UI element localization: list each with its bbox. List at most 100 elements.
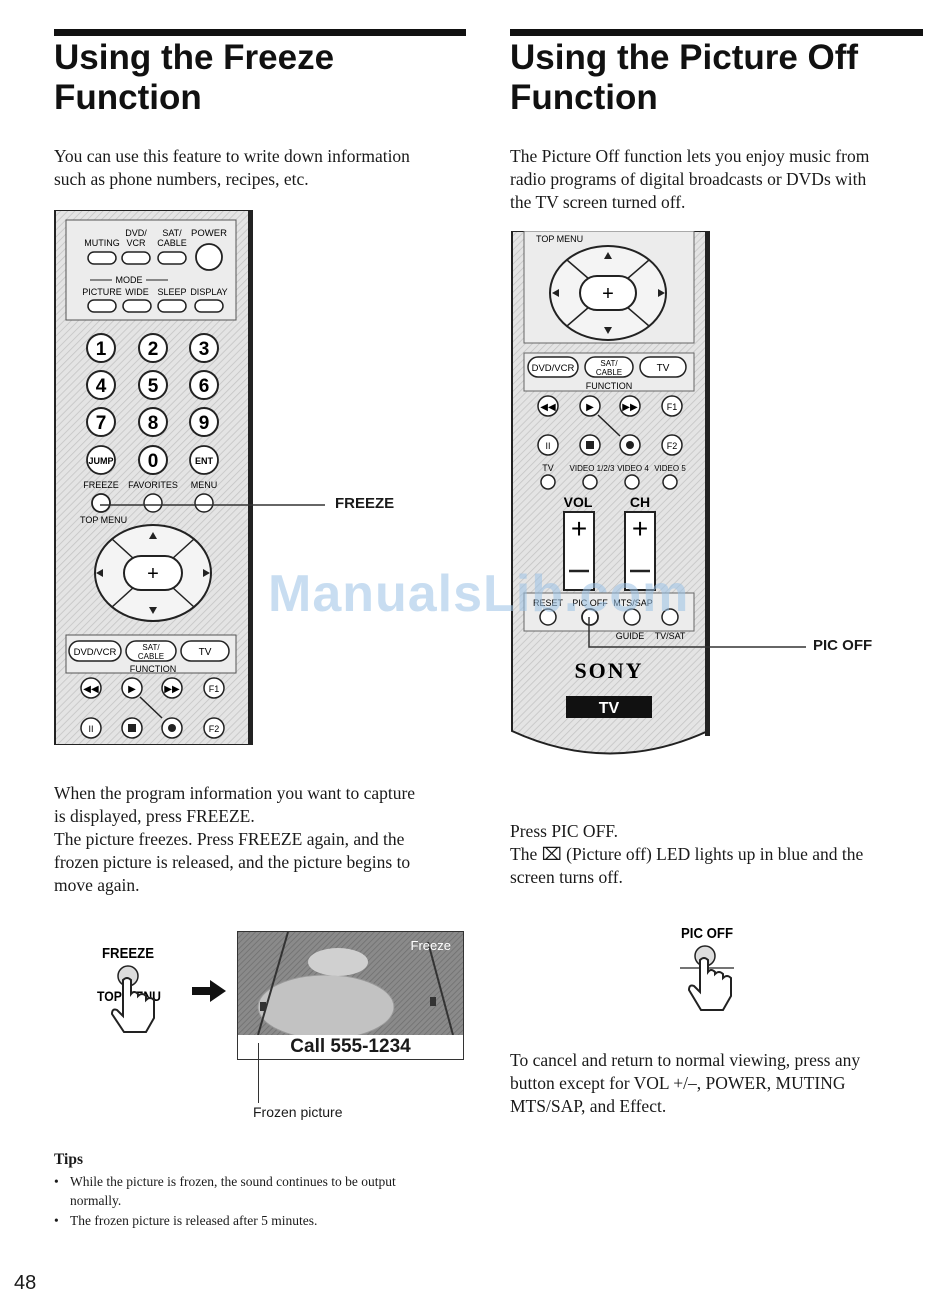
menu-button[interactable] [194,493,214,513]
digit-4-button[interactable] [86,370,116,400]
remote-left-left-arrow-icon[interactable] [96,569,103,577]
display-button[interactable] [194,299,224,313]
freeze-button[interactable] [91,493,111,513]
digit-8-button[interactable] [138,407,168,437]
digit-0-label: 0 [148,451,159,472]
right-body: Press PIC OFF. The ⌧ (Picture off) LED l… [510,820,863,889]
remote-left-pause-icon: II [88,724,93,734]
pic-off-callout-label: PIC OFF [813,637,873,654]
remote-right-sat-cable-button[interactable] [584,356,634,378]
right-cancel-line2: button except for VOL +/–, POWER, MUTING [510,1073,846,1093]
sat-cable-mode-button[interactable] [157,251,187,265]
power-button[interactable] [195,243,223,271]
tv-input-button[interactable] [540,474,556,490]
remote-right-dvd-vcr-button[interactable] [527,356,579,378]
left-intro-line1: You can use this feature to write down i… [54,146,410,166]
remote-left-f1-button[interactable] [203,677,225,699]
remote-right-up-arrow-icon[interactable] [604,252,612,259]
remote-left-fast-forward-button[interactable] [161,677,183,699]
remote-right-enter-plus-icon: + [602,283,614,305]
left-body-line2: is displayed, press FREEZE. [54,806,255,826]
tv-sat-button[interactable] [661,608,679,626]
remote-left-right-arrow-icon[interactable] [203,569,210,577]
tip-1-line2: normally. [70,1193,122,1208]
ch-label: CH [630,494,650,510]
right-heading-line2: Function [510,78,658,117]
left-body-line4: frozen picture is released, and the pict… [54,852,411,872]
pic-off-button[interactable] [581,608,599,626]
remote-right-tv-button[interactable] [639,356,687,378]
right-cancel: To cancel and return to normal viewing, … [510,1049,860,1118]
remote-left-row3-label-1: FREEZE [83,480,119,490]
remote-left-sat-cable-button[interactable] [125,640,177,662]
video-label-video4: VIDEO 4 [617,464,649,473]
sleep-button[interactable] [157,299,187,313]
left-intro-line2: such as phone numbers, recipes, etc. [54,169,309,189]
left-heading-line2: Function [54,78,202,117]
right-led-line2: screen turns off. [510,867,623,887]
right-led-line1: The ⌧ (Picture off) LED lights up in blu… [510,844,864,864]
screen-caption: Call 555-1234 [290,1036,411,1057]
dvd-vcr-mode-button[interactable] [121,251,151,265]
digit-2-button[interactable] [138,333,168,363]
remote-left-pause-button[interactable] [80,717,102,739]
remote-right-fast-forward-button[interactable] [619,395,641,417]
remote-left-down-arrow-icon[interactable] [149,607,157,614]
digit-7-button[interactable] [86,407,116,437]
remote-right-left-arrow-icon[interactable] [552,289,559,297]
video123-button[interactable] [582,474,598,490]
digit-6-button[interactable] [189,370,219,400]
remote-left-tv-label: TV [199,647,212,658]
remote-right-pause-button[interactable] [537,434,559,456]
ent-button[interactable] [189,445,219,475]
remote-right-down-arrow-icon[interactable] [604,327,612,334]
frozen-picture-pointer [258,1043,259,1103]
remote-right-f1-button[interactable] [661,395,683,417]
remote-right-rewind-button[interactable] [537,395,559,417]
digit-1-button[interactable] [86,333,116,363]
remote-left-cable-label: CABLE [138,652,164,661]
ch-rocker[interactable] [624,511,656,591]
bottom-label-reset: RESET [533,598,564,608]
left-body-line3: The picture freezes. Press FREEZE again,… [54,829,405,849]
remote-left-f2-button[interactable] [203,717,225,739]
remote-right-enter-button[interactable] [579,275,637,311]
remote-left-dvd-vcr-button[interactable] [68,640,122,662]
video4-button[interactable] [624,474,640,490]
sony-logo: SONY [574,658,643,683]
remote-right-play-button[interactable] [579,395,601,417]
muting-button[interactable] [87,251,117,265]
frozen-screen-image [238,932,463,1035]
remote-right-function-label: FUNCTION [586,381,633,391]
mts-sap-button[interactable] [623,608,641,626]
video5-button[interactable] [662,474,678,490]
right-press-line: Press PIC OFF. [510,821,619,841]
remote-left-record-icon [168,724,176,732]
digit-0-button[interactable] [138,445,168,475]
remote-left-rewind-button[interactable] [80,677,102,699]
digit-9-button[interactable] [189,407,219,437]
wide-button[interactable] [122,299,152,313]
remote-left-play-button[interactable] [121,677,143,699]
remote-right-f2-button[interactable] [661,434,683,456]
remote-left-sat-label: SAT/ [142,643,160,652]
remote-left-tv-button[interactable] [180,640,230,662]
video-label-tv: TV [542,463,554,473]
remote-left-top-menu-label: TOP MENU [80,515,127,525]
bottom-label-pic-off: PIC OFF [572,598,608,608]
vol-rocker[interactable] [563,511,595,591]
picture-button[interactable] [87,299,117,313]
remote-right-dpad: + [549,245,667,341]
remote-left-enter-button[interactable] [123,555,183,591]
digit-3-button[interactable] [189,333,219,363]
reset-button[interactable] [539,608,557,626]
remote-left-up-arrow-icon[interactable] [149,532,157,539]
jump-button[interactable] [86,445,116,475]
favorites-button[interactable] [143,493,163,513]
remote-right-right-arrow-icon[interactable] [658,289,665,297]
right-intro: The Picture Off function lets you enjoy … [510,145,869,214]
tip-item-1: While the picture is frozen, the sound c… [54,1172,464,1210]
digit-7-label: 7 [96,413,107,434]
remote-left-fast-forward-icon: ▶▶ [164,684,180,695]
digit-5-button[interactable] [138,370,168,400]
